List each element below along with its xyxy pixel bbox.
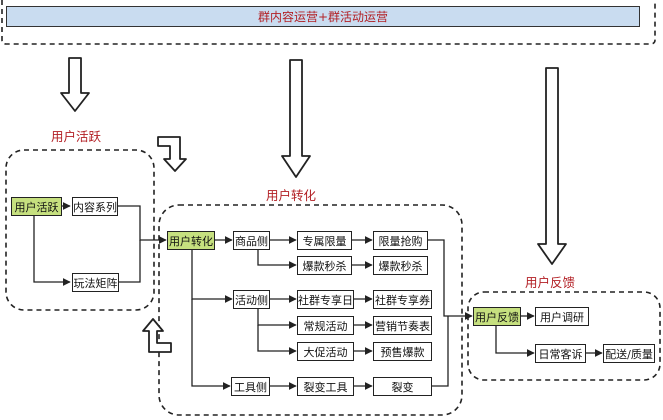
node-exclusive-limit: 专属限量 — [297, 231, 352, 250]
conversion-region — [158, 204, 463, 416]
node-community-day: 社群专享日 — [297, 290, 354, 309]
node-big-promo: 大促活动 — [297, 342, 354, 361]
node-product-side: 商品侧 — [233, 231, 270, 250]
down-arrow-conversion — [281, 59, 311, 178]
node-hot-flash-sale: 爆款秒杀 — [297, 256, 352, 275]
section-label-activity: 用户活跃 — [51, 129, 102, 144]
node-fission: 裂变 — [373, 377, 432, 396]
node-marketing-rhythm: 营销节奏表 — [373, 316, 432, 335]
node-fission-tool: 裂变工具 — [297, 377, 354, 396]
node-activity-root: 用户活跃 — [11, 197, 62, 216]
section-label-conversion: 用户转化 — [266, 188, 317, 203]
banner-region-border — [1, 0, 656, 45]
node-limited-rush: 限量抢购 — [373, 231, 428, 250]
section-label-feedback: 用户反馈 — [525, 275, 576, 290]
node-hot-flash-sale-result: 爆款秒杀 — [373, 256, 428, 275]
node-content-series: 内容系列 — [72, 197, 118, 216]
node-community-coupon: 社群专享券 — [373, 290, 432, 309]
node-feedback-root: 用户反馈 — [473, 307, 521, 326]
node-presale-hot: 预售爆款 — [373, 342, 432, 361]
node-gameplay-matrix: 玩法矩阵 — [72, 273, 119, 292]
banner-title: 群内容运营+群活动运营 — [6, 6, 640, 27]
node-event-side: 活动侧 — [233, 290, 270, 309]
node-regular-event: 常规活动 — [297, 316, 354, 335]
activity-region — [5, 149, 155, 311]
bent-arrow-down — [157, 136, 187, 172]
feedback-region — [467, 291, 661, 381]
down-arrow-feedback — [537, 67, 567, 265]
node-delivery-quality: 配送/质量 — [603, 344, 655, 363]
node-user-research: 用户调研 — [535, 307, 589, 326]
bent-arrow-up — [142, 318, 172, 353]
node-conversion-root: 用户转化 — [167, 231, 215, 250]
node-daily-complaint: 日常客诉 — [535, 344, 586, 363]
down-arrow-activity — [60, 57, 90, 112]
node-tool-side: 工具侧 — [231, 377, 270, 396]
